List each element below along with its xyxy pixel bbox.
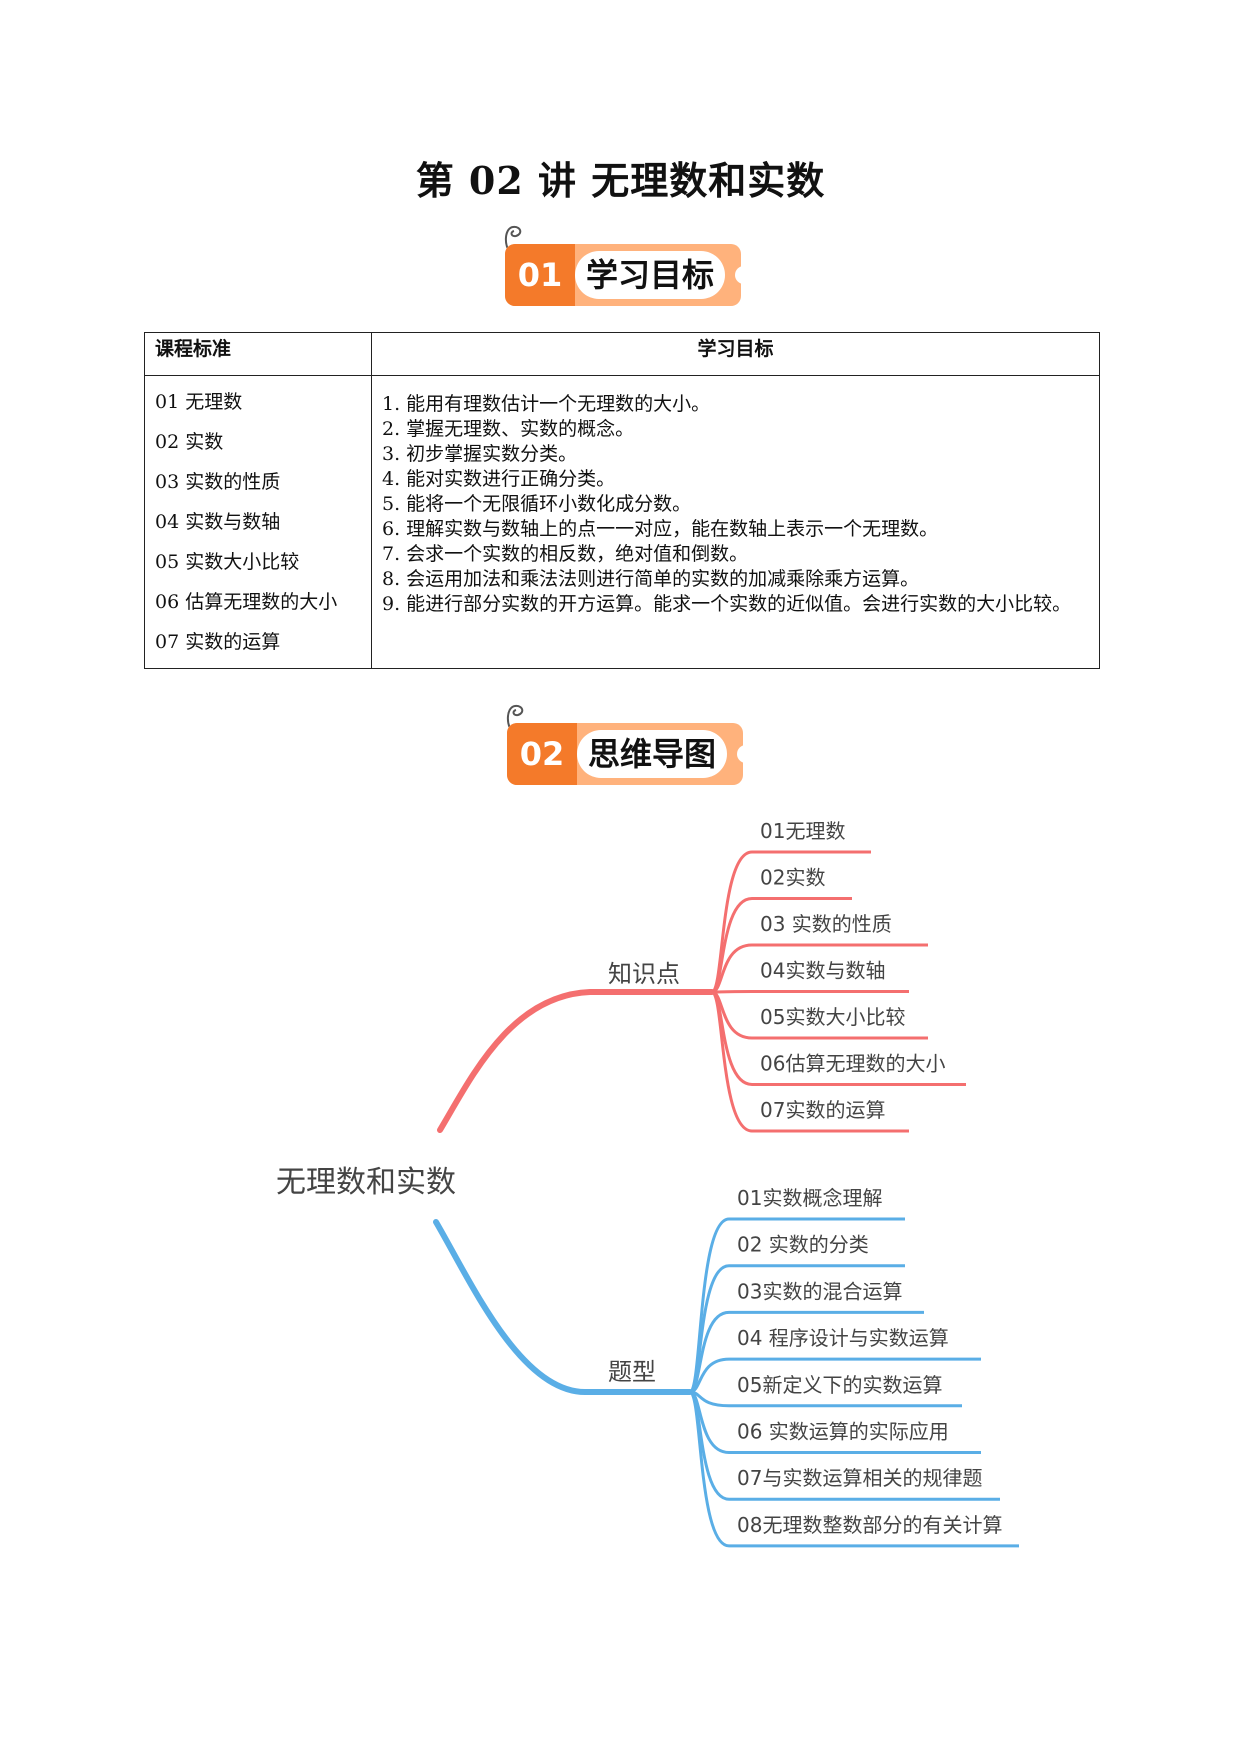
badge-label: 学习目标 — [575, 251, 725, 299]
objective-item: 6. 理解实数与数轴上的点一一对应，能在数轴上表示一个无理数。 — [382, 518, 939, 540]
objective-item: 5. 能将一个无限循环小数化成分数。 — [382, 493, 692, 515]
branch-question-types: 题型 01实数概念理解 02 实数的分类 03实数的混合运算 04 程序设计与实数运算… — [433, 1186, 1019, 1548]
objective-item: 1. 能用有理数估计一个无理数的大小。 — [382, 393, 711, 415]
mindmap-leaf: 03 实数的性质 — [760, 912, 892, 936]
standard-item: 04 实数与数轴 — [155, 511, 281, 533]
standards-cell: 01 无理数 02 实数 03 实数的性质 04 实数与数轴 05 实数大小比较… — [144, 375, 372, 669]
mindmap-leaf: 07与实数运算相关的规律题 — [737, 1466, 982, 1490]
page-title: 第 02 讲 无理数和实数 — [415, 158, 826, 203]
branch-connector — [711, 943, 928, 994]
ribbon-clip-icon — [505, 225, 522, 255]
mindmap-leaf: 04实数与数轴 — [760, 959, 885, 983]
objective-item: 2. 掌握无理数、实数的概念。 — [382, 418, 635, 440]
branch-connector — [710, 990, 909, 1133]
mindmap-leaf: 06 实数运算的实际应用 — [737, 1420, 949, 1444]
mindmap-leaf: 05新定义下的实数运算 — [737, 1373, 942, 1397]
standard-item: 02 实数 — [155, 431, 224, 453]
branch-knowledge: 知识点 01无理数 02实数 03 实数的性质 04实数与数轴 05实数大小比较 06估算… — [437, 819, 966, 1133]
badge-number: 01 — [505, 244, 575, 306]
objective-item: 3. 初步掌握实数分类。 — [382, 443, 578, 465]
ribbon-clip-icon — [507, 704, 524, 734]
branch-connector — [688, 1390, 1019, 1548]
branch-label-question-types: 题型 — [608, 1358, 656, 1386]
objective-item: 8. 会运用加法和乘法法则进行简单的实数的加减乘除乘方运算。 — [382, 568, 920, 590]
mindmap-leaf: 01实数概念理解 — [737, 1186, 882, 1210]
branch-connector — [433, 1219, 693, 1395]
branch-connector — [689, 1357, 981, 1394]
mindmap-leaf: 01无理数 — [760, 819, 845, 843]
branch-connector — [437, 989, 715, 1133]
table-row: 01 无理数 02 实数 03 实数的性质 04 实数与数轴 05 实数大小比较… — [144, 375, 1100, 669]
mindmap-leaf: 04 程序设计与实数运算 — [737, 1326, 949, 1350]
badge-notch — [735, 266, 745, 284]
branch-connector — [689, 1310, 924, 1394]
objective-item: 9. 能进行部分实数的开方运算。能求一个实数的近似值。会进行实数的大小比较。 — [382, 593, 1072, 615]
objectives-cell: 1. 能用有理数估计一个无理数的大小。 2. 掌握无理数、实数的概念。 3. 初… — [371, 375, 1100, 669]
objective-item: 7. 会求一个实数的相反数，绝对值和倒数。 — [382, 543, 749, 565]
goals-table: 课程标准 学习目标 01 无理数 02 实数 03 实数的性质 04 实数与数轴… — [144, 332, 1100, 669]
standard-item: 06 估算无理数的大小 — [155, 591, 338, 613]
section-badge-mindmap: 02 思维导图 — [507, 704, 747, 785]
mindmap-leaf: 02实数 — [760, 866, 825, 890]
standard-item: 01 无理数 — [155, 391, 243, 413]
mindmap-root: 无理数和实数 — [276, 1165, 456, 1200]
mindmap-leaf: 07实数的运算 — [760, 1098, 885, 1122]
standard-item: 07 实数的运算 — [155, 631, 281, 653]
mindmap-leaf: 06估算无理数的大小 — [760, 1052, 945, 1076]
mindmap-leaf: 05实数大小比较 — [760, 1005, 905, 1029]
branch-label-knowledge: 知识点 — [608, 960, 680, 988]
objective-item: 4. 能对实数进行正确分类。 — [382, 468, 616, 490]
badge-number: 02 — [507, 723, 577, 785]
section-badge-goals: 01 学习目标 — [505, 225, 745, 306]
mindmap-leaf: 08无理数整数部分的有关计算 — [737, 1513, 1002, 1537]
standard-item: 05 实数大小比较 — [155, 551, 300, 573]
standard-item: 03 实数的性质 — [155, 471, 281, 493]
mindmap-leaf: 02 实数的分类 — [737, 1233, 869, 1257]
mindmap-leaf: 03实数的混合运算 — [737, 1279, 902, 1303]
badge-notch — [737, 745, 747, 763]
badge-label: 思维导图 — [577, 730, 727, 778]
branch-connector — [711, 990, 909, 994]
